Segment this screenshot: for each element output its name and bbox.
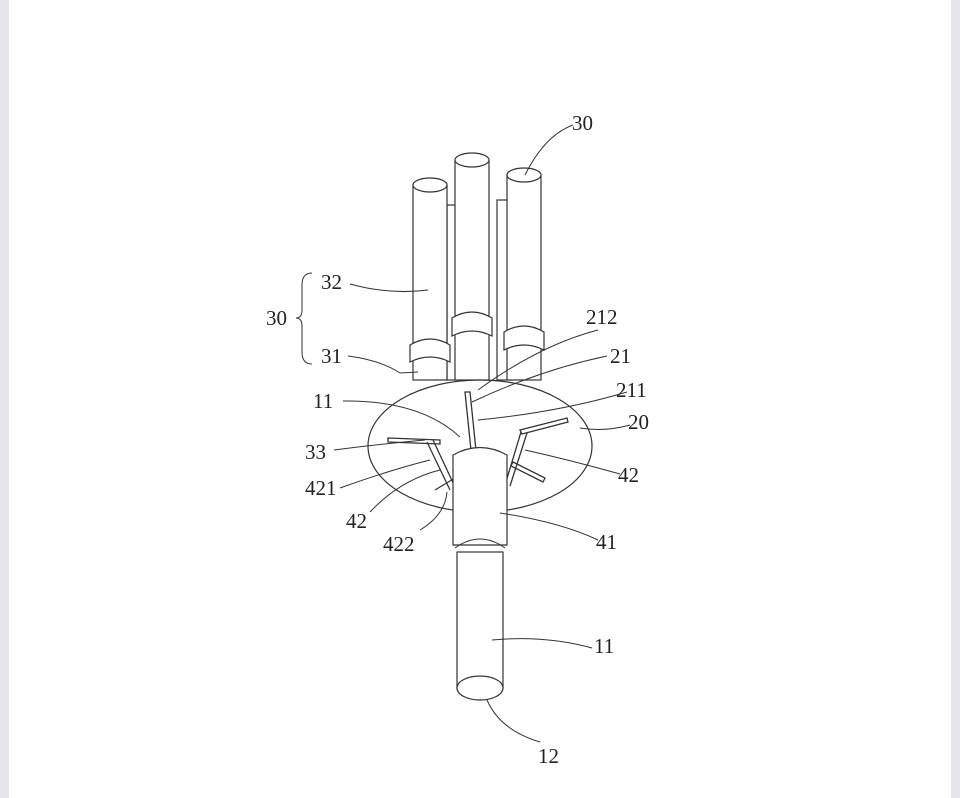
label-30-brace: 30 [266, 306, 287, 330]
label-422: 422 [383, 532, 415, 556]
label-212: 212 [586, 305, 618, 329]
label-211: 211 [616, 378, 647, 402]
label-33: 33 [305, 440, 326, 464]
brace [295, 272, 313, 365]
label-41: 41 [596, 530, 617, 554]
label-31: 31 [321, 344, 342, 368]
label-42-right: 42 [618, 463, 639, 487]
reference-labels: 30 32 30 31 212 21 211 11 20 33 42 421 4… [266, 111, 649, 768]
sleeve-41 [452, 446, 508, 549]
label-32: 32 [321, 270, 342, 294]
label-11-lower: 11 [594, 634, 614, 658]
label-42-left: 42 [346, 509, 367, 533]
label-21: 21 [610, 344, 631, 368]
label-11-upper: 11 [313, 389, 333, 413]
tube-right [503, 167, 545, 381]
label-20: 20 [628, 410, 649, 434]
label-12: 12 [538, 744, 559, 768]
label-421: 421 [305, 476, 337, 500]
tube-left [409, 177, 451, 381]
label-30-top: 30 [572, 111, 593, 135]
leader-lines [333, 124, 631, 743]
rod-11 [456, 551, 504, 701]
tube-center [451, 152, 493, 381]
